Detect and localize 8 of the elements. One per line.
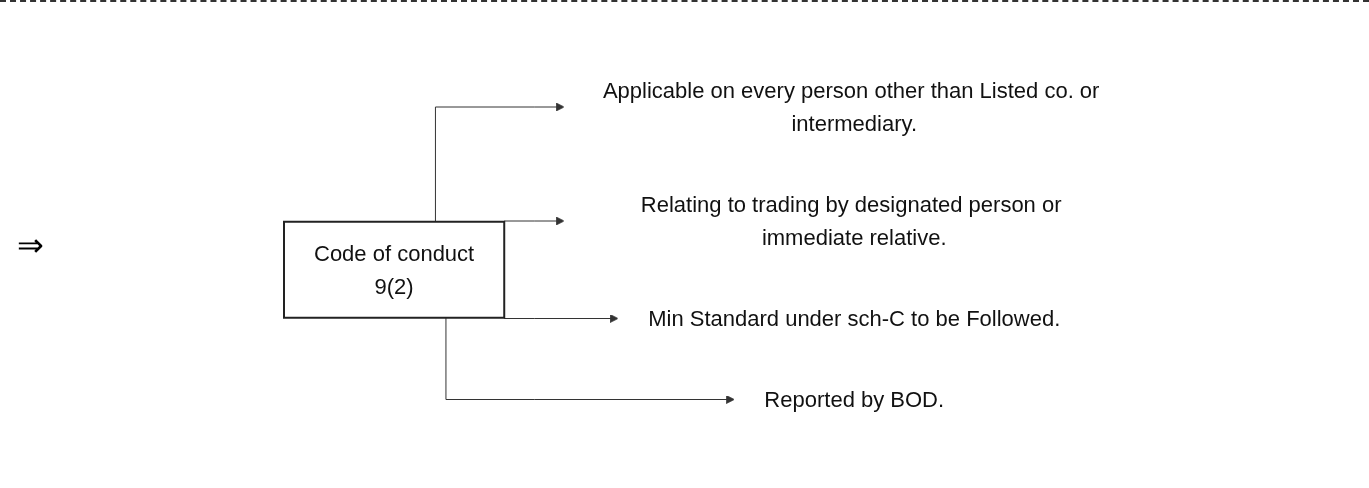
node-text: Min Standard under sch-C to be Followed. xyxy=(648,306,1061,331)
arrow xyxy=(435,102,565,223)
node-text: Relating to trading by designated person or immediate relative. xyxy=(641,192,1062,250)
node-text: Reported by BOD. xyxy=(764,387,945,412)
node-text: Applicable on every person other than Listed co. or intermediary. xyxy=(603,78,1100,136)
node-box: Code of conduct 9(2) xyxy=(283,220,506,319)
double-arrow-symbol: ⇒ xyxy=(16,227,44,263)
arrow xyxy=(445,317,736,404)
